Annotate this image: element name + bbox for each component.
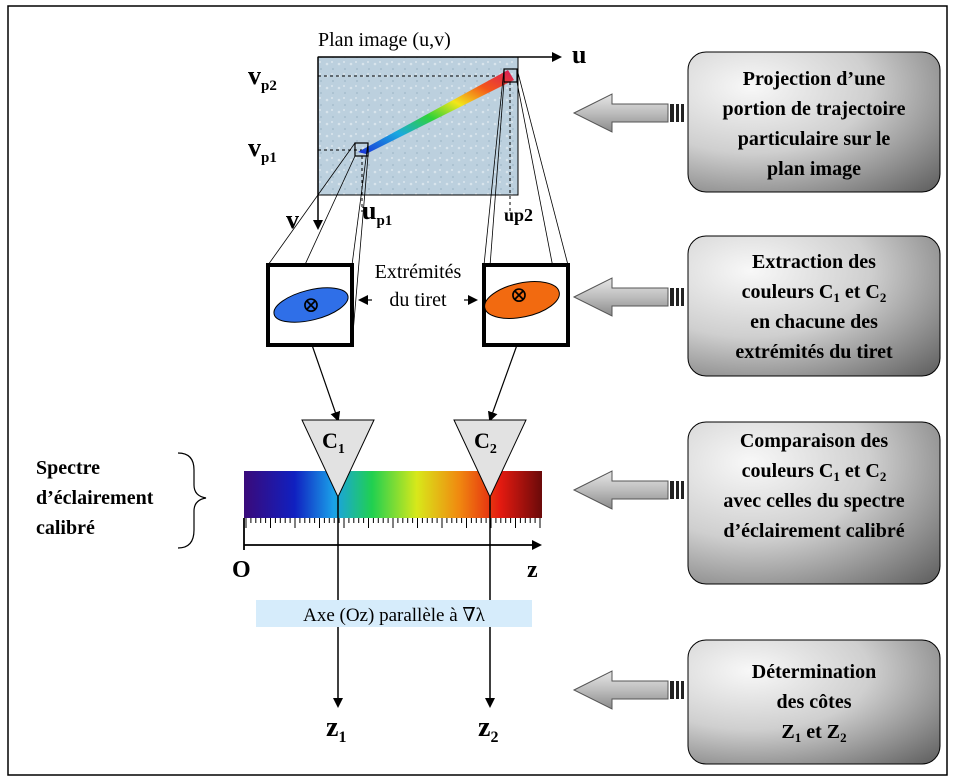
step2-arrow: [572, 277, 684, 317]
step4-line2: des côtes: [777, 691, 852, 713]
step3-box: [687, 421, 941, 585]
spectrum-brace: [177, 452, 207, 549]
step1-line3: particulaire sur le: [738, 128, 891, 150]
right-extremity-marker: ⊗: [510, 282, 528, 307]
step1-line1: Projection d’une: [743, 68, 886, 90]
left-extremity-ellipse: [273, 287, 349, 323]
c1-label: C1: [322, 428, 345, 457]
u-axis-label: u: [572, 40, 586, 69]
step1-arrow: [572, 93, 684, 133]
v-axis-label: v: [286, 205, 299, 234]
image-plane: [317, 56, 519, 196]
streak-end-marker: [503, 68, 518, 83]
step3-arrow: [572, 470, 684, 510]
step2-line1: Extraction des: [752, 251, 876, 273]
c2-down-arrow: [488, 344, 518, 422]
spectrum-label-line2: d’éclairement: [36, 487, 154, 509]
up1-label: up1: [362, 196, 392, 229]
image-plane-group: Plan image (u,v) u v vp2 vp1 up1 up2: [248, 29, 586, 234]
z1-label: z1: [326, 712, 346, 746]
streak-start-marker: [354, 142, 369, 157]
image-plane-title: Plan image (u,v): [318, 29, 451, 51]
spectrum-label-line3: calibré: [36, 517, 95, 539]
step1-line4: plan image: [767, 158, 861, 180]
c1-down-arrow: [311, 344, 341, 422]
step4-arrow: [572, 670, 684, 710]
step4-line3: Z1 et Z2: [781, 721, 846, 745]
step4-line1: Détermination: [752, 661, 876, 683]
right-extremity-ellipse: [484, 281, 560, 319]
z2-label: z2: [478, 712, 498, 746]
step2-line4: extrémités du tiret: [735, 341, 893, 363]
vp1-label: vp1: [248, 133, 277, 166]
step3-line3: avec celles du spectre: [723, 490, 904, 512]
step2-box: [687, 235, 941, 377]
extremities-label-line1: Extrémités: [375, 261, 462, 283]
step1-box: [687, 51, 941, 193]
vp2-label: vp2: [248, 61, 277, 94]
extremities-label-line2: du tiret: [389, 289, 447, 311]
c1-triangle: [301, 419, 375, 499]
spectrum-ticks: [245, 518, 541, 528]
step2-line3: en chacune des: [750, 311, 878, 333]
up2-label: up2: [504, 205, 533, 225]
z-axis-label: z: [527, 557, 538, 583]
step3-line1: Comparaison des: [740, 430, 889, 452]
spectrum-group: O z C1 C2 Spectre d’éclairement calibré: [36, 419, 542, 583]
extremities-group: ⊗ ⊗ Extrémités du tiret: [266, 261, 570, 347]
particle-streak: [358, 70, 514, 154]
origin-label: O: [232, 557, 251, 583]
c2-label: C2: [474, 428, 497, 457]
step1-line2: portion de trajectoire: [723, 98, 906, 120]
spectrum-label-line1: Spectre: [36, 457, 100, 479]
axis-caption: Axe (Oz) parallèle à ∇λ: [303, 605, 486, 626]
step2-line2: couleurs C1 et C2: [742, 281, 887, 305]
c2-triangle: [453, 419, 527, 499]
step3-line4: d’éclairement calibré: [723, 520, 904, 542]
axis-caption-background: [256, 600, 532, 627]
step4-box: [687, 639, 941, 765]
left-extremity-marker: ⊗: [302, 292, 320, 317]
step3-line2: couleurs C1 et C2: [742, 460, 887, 484]
